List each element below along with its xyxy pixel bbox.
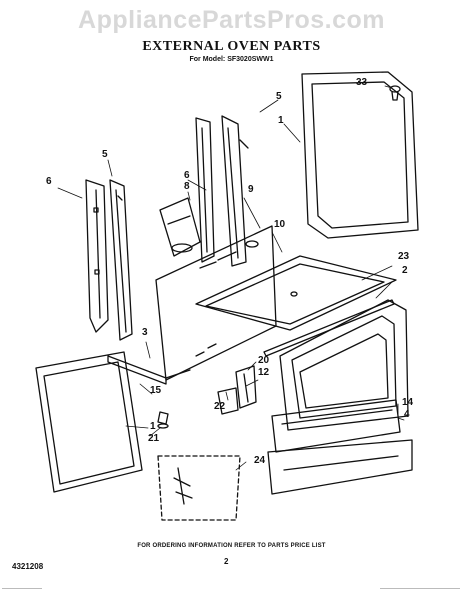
- part-label-5-upper: 5: [276, 91, 282, 102]
- part-label-12: 12: [258, 367, 270, 378]
- oven-door-assembly: [279, 299, 409, 431]
- fine-print-right: [380, 588, 460, 597]
- part-label-1-upper: 1: [278, 115, 284, 126]
- hinge-22: [217, 387, 239, 415]
- door-gasket-lower: [35, 351, 143, 493]
- kick-plate: [271, 399, 401, 453]
- site-watermark: AppliancePartsPros.com: [78, 6, 385, 34]
- part-label-23: 23: [398, 251, 410, 262]
- part-label-14: 14: [402, 397, 414, 408]
- model-subtitle: For Model: SF3020SWW1: [189, 56, 274, 63]
- part-label-4: 4: [404, 409, 410, 420]
- ordering-note: FOR ORDERING INFORMATION REFER TO PARTS …: [137, 543, 326, 549]
- top-panel: [195, 255, 397, 331]
- part-label-1-lower: 1: [150, 421, 156, 432]
- part-label-22: 22: [214, 401, 226, 412]
- part-label-20: 20: [258, 355, 270, 366]
- door-bracket: [235, 365, 257, 409]
- part-label-8: 8: [184, 181, 190, 192]
- door-gasket-upper: [301, 71, 419, 239]
- part-label-9: 9: [248, 184, 254, 195]
- hinge-bracket: [159, 197, 201, 257]
- page-title: EXTERNAL OVEN PARTS: [142, 39, 321, 54]
- part-label-6-upper: 6: [184, 170, 190, 181]
- part-label-10: 10: [274, 219, 286, 230]
- side-rail-upper-right: [221, 115, 249, 267]
- part-label-33: 33: [356, 77, 368, 88]
- part-label-2: 2: [402, 265, 408, 276]
- leader-lines: [57, 85, 405, 471]
- part-label-24: 24: [254, 455, 266, 466]
- part-label-3: 3: [142, 327, 148, 338]
- side-trim-left: [85, 179, 109, 333]
- side-rail-left: [109, 179, 133, 341]
- side-rail-upper-left: [195, 117, 215, 263]
- part-label-15: 15: [150, 385, 162, 396]
- bottom-trim: [107, 355, 191, 385]
- part-label-21: 21: [148, 433, 160, 444]
- part-label-5-left: 5: [102, 149, 108, 160]
- document-number: 4321208: [12, 562, 44, 571]
- page-number: 2: [224, 557, 229, 566]
- leveling-foot: [157, 411, 169, 429]
- fine-print-left: [2, 588, 42, 597]
- part-label-6-left: 6: [46, 176, 52, 187]
- screw-33: [389, 85, 401, 101]
- storage-drawer: [267, 439, 413, 495]
- detail-box: [157, 455, 241, 521]
